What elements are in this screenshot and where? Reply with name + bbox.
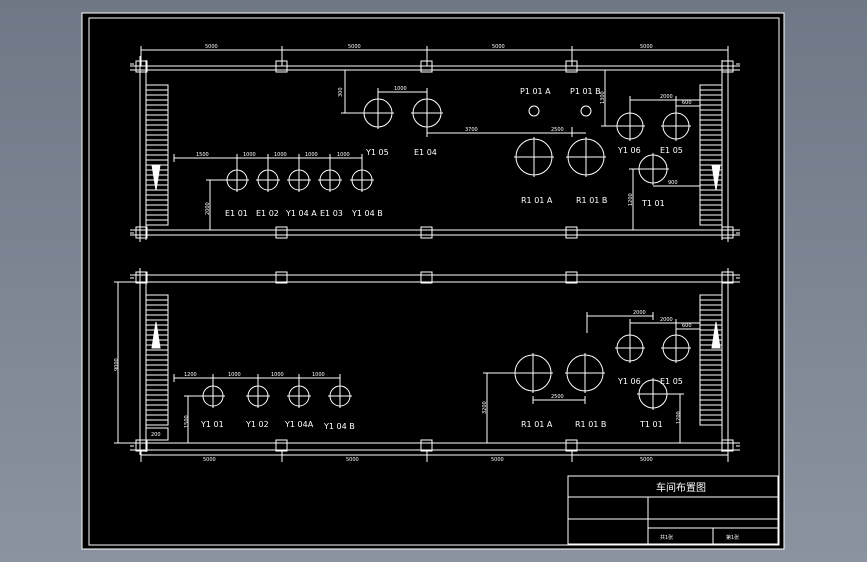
label-e102: E1 02: [256, 209, 279, 218]
label-e105-bottom: E1 05: [660, 377, 683, 386]
dim-2000-bottom-b: 2000: [660, 317, 673, 323]
dim-2000-bottom-a: 2000: [633, 310, 646, 316]
dim-1000-a: 1000: [243, 152, 256, 158]
axis-ticks: [130, 63, 740, 447]
label-y104a-top: Y1 04 A: [285, 209, 317, 218]
top-bay-dim-2: 5000: [348, 44, 361, 50]
bottom-dimensions: [114, 281, 701, 444]
dim-3200: 3200: [482, 401, 488, 414]
dim-1500-bottom: 1500: [184, 415, 190, 428]
label-r101b-top: R1 01 B: [576, 196, 607, 205]
top-columns: [135, 60, 734, 239]
bottom-bay-dim-4: 5000: [640, 457, 653, 463]
dim-1500-top: 1500: [196, 152, 209, 158]
label-t101-bottom: T1 01: [639, 420, 663, 429]
top-right-stair-arrow: [711, 164, 721, 191]
dim-900: 900: [668, 180, 678, 186]
label-p101a: P1 01 A: [520, 87, 551, 96]
dim-2500-top: 2500: [551, 127, 564, 133]
bottom-left-stair: [145, 294, 169, 441]
label-e104: E1 04: [414, 148, 437, 157]
dim-1000-bottom-c: 1000: [312, 372, 325, 378]
dim-600-top: 600: [682, 100, 692, 106]
bottom-plan: [114, 268, 740, 462]
top-dimensions: [173, 69, 701, 231]
label-y105: Y1 05: [365, 148, 389, 157]
drawing-frame: [88, 17, 780, 546]
label-y106-top: Y1 06: [617, 146, 641, 155]
title-block-title: 车间布置图: [656, 481, 706, 494]
dim-1000-bottom-b: 1000: [271, 372, 284, 378]
dim-1000-top: 1000: [394, 86, 407, 92]
bottom-right-stair: [699, 294, 723, 426]
bottom-bay-dim-1: 5000: [203, 457, 216, 463]
dim-2000-right: 2000: [660, 94, 673, 100]
label-e105-top: E1 05: [660, 146, 683, 155]
sheet-total: 共1张: [660, 534, 673, 541]
dim-3700: 3700: [465, 127, 478, 133]
label-p101b: P1 01 B: [570, 87, 601, 96]
dim-1000-c: 1000: [305, 152, 318, 158]
bottom-columns: [135, 271, 734, 452]
label-r101a-top: R1 01 A: [521, 196, 553, 205]
label-r101a-bottom: R1 01 A: [521, 420, 553, 429]
drawing-sheet: [81, 12, 785, 550]
label-e103: E1 03: [320, 209, 343, 218]
top-bay-dim-3: 5000: [492, 44, 505, 50]
dim-1200-top: 1200: [628, 193, 634, 206]
dim-1000-bottom-a: 1000: [228, 372, 241, 378]
bottom-right-stair-arrow: [711, 321, 721, 349]
label-y102: Y1 02: [245, 420, 269, 429]
title-block: [567, 475, 779, 545]
dim-2000-left: 2000: [205, 202, 211, 215]
top-bay-dim-1: 5000: [205, 44, 218, 50]
label-y104b-top: Y1 04 B: [351, 209, 383, 218]
bottom-bay-dim-3: 5000: [491, 457, 504, 463]
dim-200-bottom: 200: [151, 432, 161, 438]
bottom-bay-dim-2: 5000: [346, 457, 359, 463]
label-r101b-bottom: R1 01 B: [575, 420, 606, 429]
label-t101-top: T1 01: [641, 199, 665, 208]
label-e101: E1 01: [225, 209, 248, 218]
dim-2500-bottom: 2500: [551, 394, 564, 400]
label-y101: Y1 01: [200, 420, 224, 429]
dim-1200-bottom-right: 1200: [676, 411, 682, 424]
dim-1300: 1300: [600, 91, 606, 104]
dim-9000: 9000: [114, 358, 120, 371]
top-left-stair-arrow: [151, 164, 161, 191]
dim-300: 300: [338, 87, 344, 97]
top-plan: [130, 46, 740, 242]
dim-600-bottom: 600: [682, 323, 692, 329]
sheet-number: 第1张: [726, 534, 739, 541]
top-right-stair: [699, 84, 723, 226]
dim-1000-d: 1000: [337, 152, 350, 158]
label-y104b-bottom: Y1 04 B: [323, 422, 355, 431]
bottom-left-stair-arrow: [151, 321, 161, 349]
dim-1000-b: 1000: [274, 152, 287, 158]
label-y106-bottom: Y1 06: [617, 377, 641, 386]
top-bay-dim-4: 5000: [640, 44, 653, 50]
label-y104a-bottom: Y1 04A: [284, 420, 314, 429]
dim-1200-bottom: 1200: [184, 372, 197, 378]
